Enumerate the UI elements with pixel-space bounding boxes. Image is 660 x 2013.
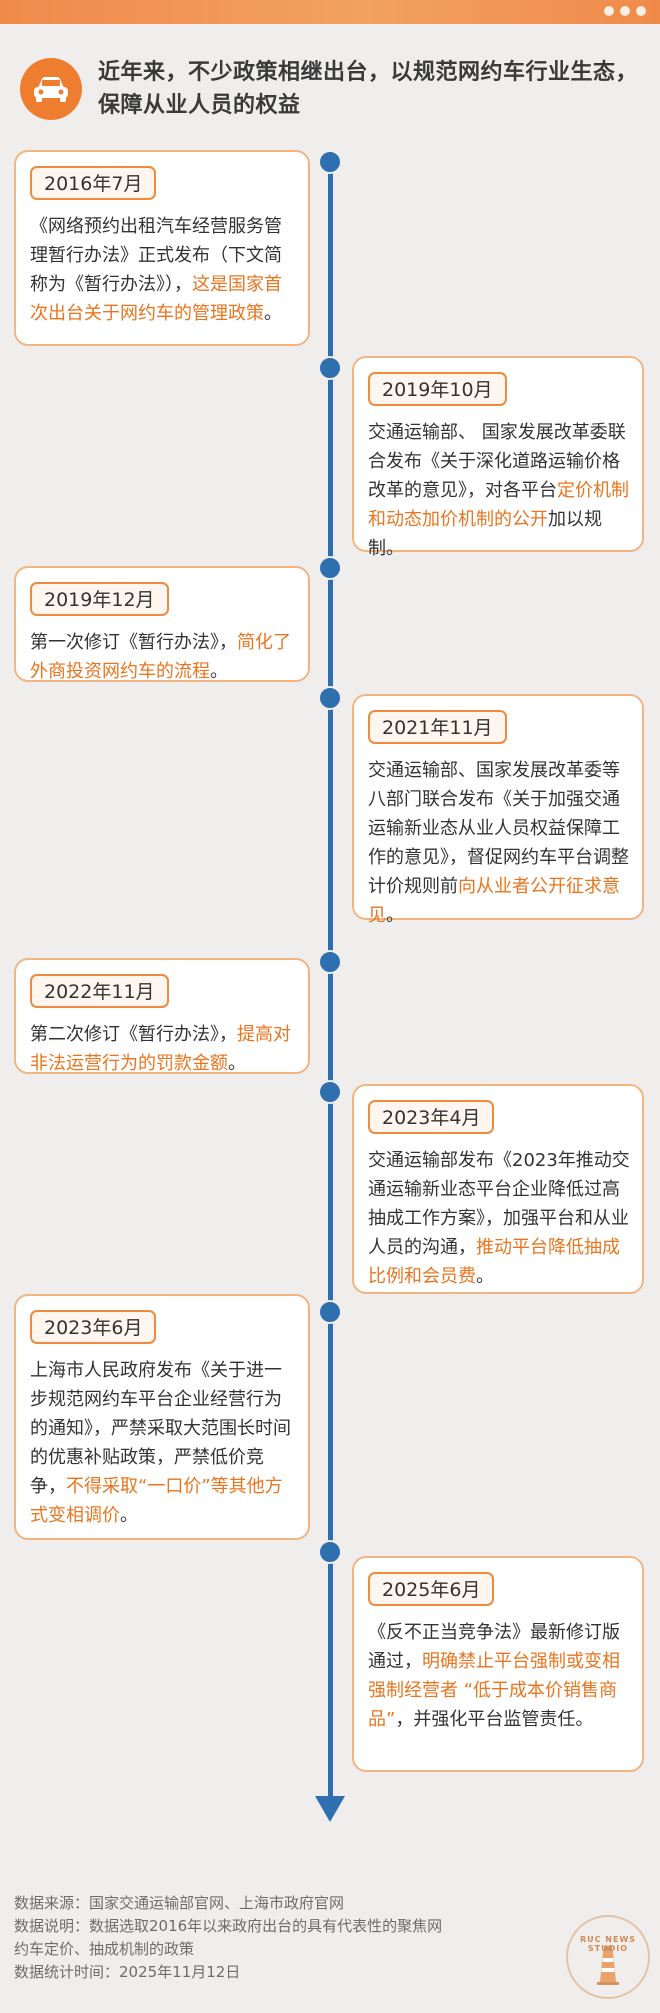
event-date: 2021年11月 (368, 710, 507, 744)
event-text: 第一次修订《暂行办法》，简化了外商投资网约车的流程。 (30, 632, 291, 682)
event-text: 《网络预约出租汽车经营服务管理暂行办法》正式发布（下文简称为《暂行办法》），这是… (30, 216, 282, 324)
timeline-node (318, 356, 342, 380)
timeline-line (328, 160, 333, 1800)
timeline-arrow-icon (315, 1796, 345, 1822)
timeline-node (318, 150, 342, 174)
data-stat-time: 数据统计时间：2025年11月12日 (14, 1963, 241, 1981)
data-note-line: 数据说明：数据选取2016年以来政府出台的具有代表性的聚焦网 (14, 1917, 443, 1935)
data-source: 数据来源：国家交通运输部官网、上海市政府官网 (14, 1894, 345, 1912)
event-date: 2016年7月 (30, 166, 157, 200)
event-date: 2019年12月 (30, 582, 169, 616)
event-date: 2025年6月 (368, 1572, 495, 1606)
timeline-node (318, 1300, 342, 1324)
timeline-event-card: 2016年7月 《网络预约出租汽车经营服务管理暂行办法》正式发布（下文简称为《暂… (14, 150, 310, 346)
timeline-node (318, 1080, 342, 1104)
top-banner (0, 0, 660, 24)
event-text: 交通运输部、国家发展改革委等八部门联合发布《关于加强交通运输新业态从业人员权益保… (368, 760, 629, 926)
event-text: 第二次修订《暂行办法》，提高对非法运营行为的罚款金额。 (30, 1024, 291, 1074)
footer-notes: 数据来源：国家交通运输部官网、上海市政府官网 数据说明：数据选取2016年以来政… (14, 1892, 574, 1984)
timeline-event-card: 2025年6月 《反不正当竞争法》最新修订版通过，明确禁止平台强制或变相强制经营… (352, 1556, 644, 1772)
event-text: 上海市人民政府发布《关于进一步规范网约车平台企业经营行为的通知》，严禁采取大范围… (30, 1360, 291, 1526)
timeline-event-card: 2023年4月 交通运输部发布《2023年推动交通运输新业态平台企业降低过高抽成… (352, 1084, 644, 1294)
timeline-node (318, 556, 342, 580)
event-date: 2023年4月 (368, 1100, 495, 1134)
page-title: 近年来，不少政策相继出台，以规范网约车行业生态，保障从业人员的权益 (98, 60, 639, 118)
banner-dots (604, 6, 646, 16)
studio-stamp-logo: RUC NEWS STUDIO (566, 1915, 650, 1999)
event-date: 2019年10月 (368, 372, 507, 406)
event-text: 交通运输部发布《2023年推动交通运输新业态平台企业降低过高抽成工作方案》，加强… (368, 1150, 630, 1287)
timeline-node (318, 686, 342, 710)
timeline-event-card: 2022年11月 第二次修订《暂行办法》，提高对非法运营行为的罚款金额。 (14, 958, 310, 1074)
lighthouse-icon (597, 1946, 619, 1985)
timeline-event-card: 2021年11月 交通运输部、国家发展改革委等八部门联合发布《关于加强交通运输新… (352, 694, 644, 926)
timeline-event-card: 2019年10月 交通运输部、 国家发展改革委联合发布《关于深化道路运输价格改革… (352, 356, 644, 559)
event-text: 交通运输部、 国家发展改革委联合发布《关于深化道路运输价格改革的意见》，对各平台… (368, 422, 629, 559)
header: 近年来，不少政策相继出台，以规范网约车行业生态，保障从业人员的权益 (20, 52, 640, 132)
timeline-event-card: 2023年6月 上海市人民政府发布《关于进一步规范网约车平台企业经营行为的通知》… (14, 1294, 310, 1540)
event-text: 《反不正当竞争法》最新修订版通过，明确禁止平台强制或变相强制经营者 “低于成本价… (368, 1622, 620, 1730)
event-date: 2022年11月 (30, 974, 169, 1008)
timeline-event-card: 2019年12月 第一次修订《暂行办法》，简化了外商投资网约车的流程。 (14, 566, 310, 682)
car-icon (20, 58, 82, 120)
timeline-node (318, 950, 342, 974)
data-note-line: 约车定价、抽成机制的政策 (14, 1940, 195, 1958)
event-date: 2023年6月 (30, 1310, 157, 1344)
timeline-node (318, 1540, 342, 1564)
stamp-text: RUC NEWS STUDIO (579, 1935, 637, 1953)
